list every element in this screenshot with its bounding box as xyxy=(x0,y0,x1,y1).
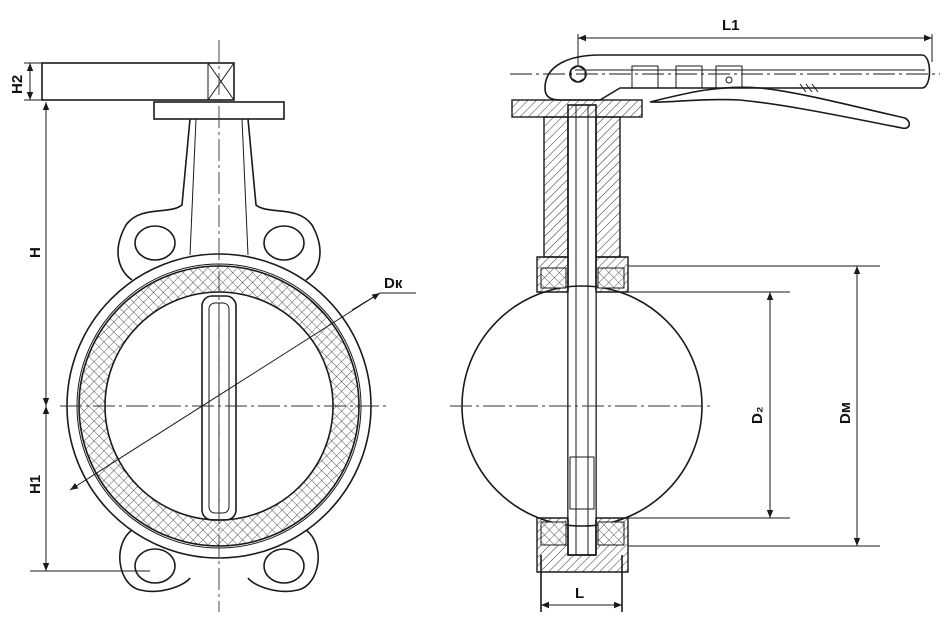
body-upper-section xyxy=(536,256,629,293)
front-view: Dк H2 H H1 xyxy=(9,40,416,612)
l1-dimension: L1 xyxy=(577,17,933,66)
l-dimension: L xyxy=(541,585,622,609)
top-plate xyxy=(511,99,643,118)
body-lower-section xyxy=(536,517,629,612)
dk-dimension: Dк xyxy=(69,275,416,491)
side-view: L1 xyxy=(450,17,940,612)
dm-label: Dм xyxy=(837,402,854,424)
dm-dimension: Dм xyxy=(628,265,880,547)
d2-label: D₂ xyxy=(749,407,766,425)
l1-label: L1 xyxy=(722,17,740,34)
h-label: H xyxy=(27,247,44,258)
h1-label: H1 xyxy=(27,475,44,494)
valve-body-outline xyxy=(117,118,321,593)
d2-dimension: D₂ xyxy=(598,291,790,519)
l-label: L xyxy=(575,585,584,602)
h2-label: H2 xyxy=(9,75,26,94)
lever-handle xyxy=(510,54,940,130)
top-cap xyxy=(41,62,285,120)
dk-label: Dк xyxy=(384,275,403,292)
height-dimensions: H2 H H1 xyxy=(9,62,154,572)
